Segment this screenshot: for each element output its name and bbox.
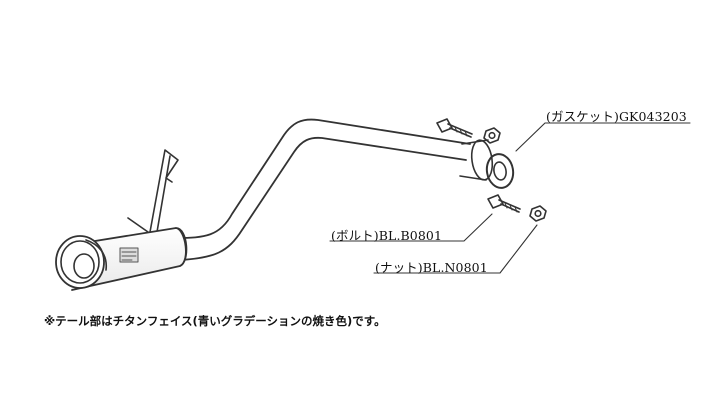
hanger-bracket	[127, 149, 179, 233]
nut-label: (ナット)BL.N0801	[375, 260, 488, 275]
gasket	[485, 153, 515, 189]
gasket-leader	[515, 122, 691, 152]
bolt-label: (ボルト)BL.B0801	[331, 228, 443, 243]
bolt-leader	[329, 213, 493, 242]
nut-upper	[483, 127, 501, 144]
tail-note: ※テール部はチタンフェイス(青いグラデーションの焼き色)です。	[44, 314, 386, 328]
gasket-label: (ガスケット)GK043203	[546, 109, 687, 124]
bolt-upper	[436, 118, 473, 138]
leader-lines	[329, 122, 691, 274]
nut-lower	[529, 205, 547, 222]
bolt-lower	[487, 194, 521, 213]
pipe-flange	[459, 139, 494, 181]
brand-badge	[119, 247, 139, 263]
main-pipe	[175, 118, 471, 261]
tail-tip	[55, 235, 108, 289]
nut-leader	[373, 224, 538, 274]
